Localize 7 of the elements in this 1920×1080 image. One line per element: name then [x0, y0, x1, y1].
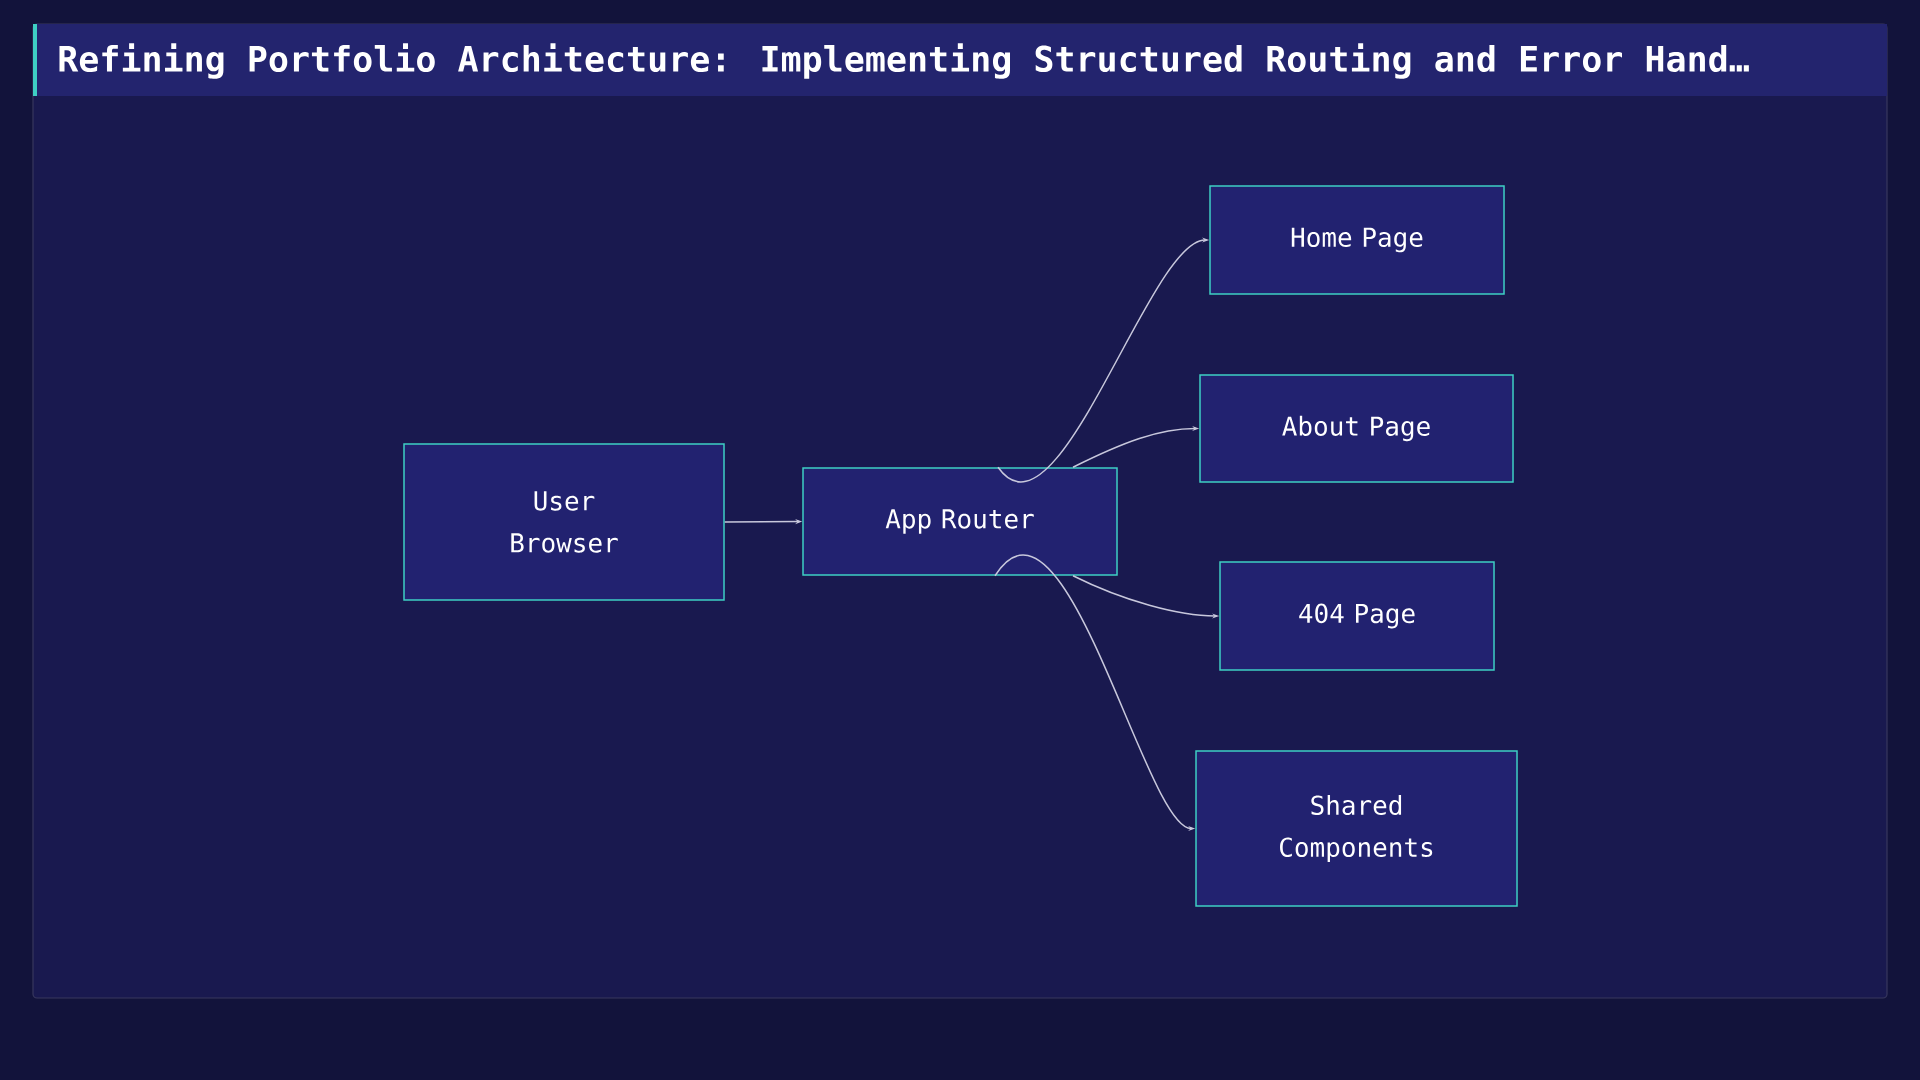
page-box: Home Page — [1209, 185, 1505, 295]
page-box: 404 Page — [1219, 561, 1495, 671]
title-bar: Refining Portfolio Architecture: Implementing Structured Routing and Error Hand… — [33, 24, 1887, 96]
page-box: Shared Components — [1195, 750, 1518, 907]
page-box: About Page — [1199, 374, 1514, 483]
page-box: App Router — [802, 467, 1118, 576]
page-box: User Browser — [403, 443, 725, 601]
